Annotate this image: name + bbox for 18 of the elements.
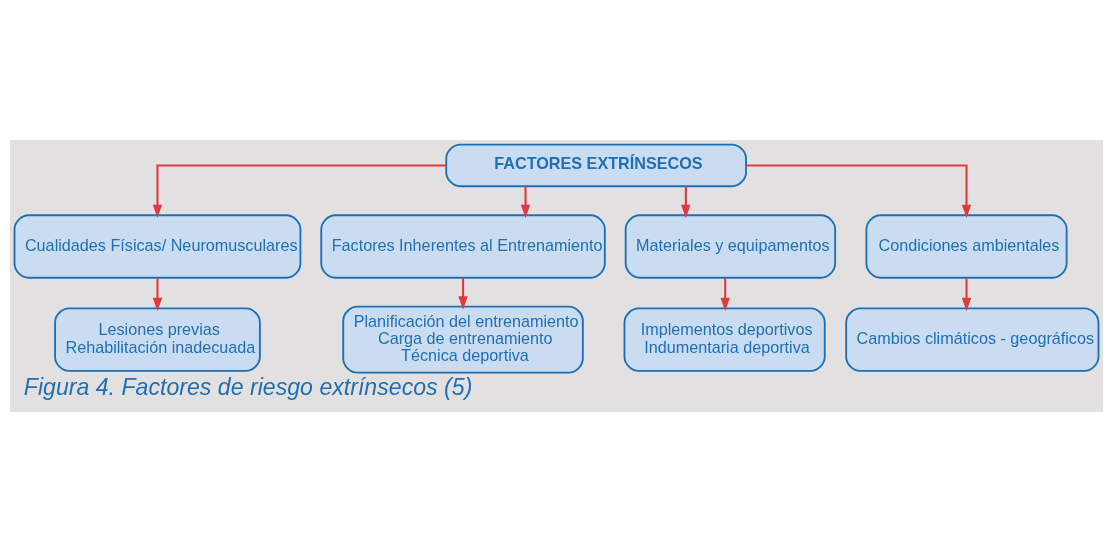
node-box: Cualidades Físicas/ Neuromusculares <box>13 214 302 279</box>
arrow <box>961 278 972 312</box>
arrow <box>720 278 730 312</box>
node-box: Condiciones ambientales <box>865 214 1068 279</box>
node-box: Implementos deportivos Indumentaria deportiva <box>623 307 826 372</box>
arrow <box>746 164 972 219</box>
arrow <box>681 186 691 219</box>
caption: Figura 4. Factores de riesgo extrínsecos (5) <box>23 373 473 400</box>
node-box: Lesiones previas Rehabilitación inadecuada <box>54 307 261 372</box>
arrow <box>152 164 447 219</box>
arrow <box>520 186 531 219</box>
arrow <box>152 278 163 312</box>
arrow <box>458 278 468 310</box>
node-box: Cambios climáticos - geográficos <box>845 307 1100 372</box>
node-box: Factores Inherentes al Entrenamiento <box>320 214 606 279</box>
node-box: Materiales y equipamentos <box>624 214 837 279</box>
node-box: Planificación del entrenamiento Carga de entrenamiento Técnica deportiva <box>342 305 584 374</box>
node-box: FACTORES EXTRÍNSECOS <box>445 143 747 188</box>
